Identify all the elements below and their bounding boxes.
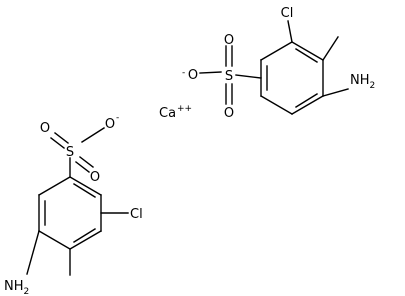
calcium-label: Ca xyxy=(159,106,176,121)
molecule-b-ring xyxy=(260,41,324,115)
bond xyxy=(295,93,318,108)
bond xyxy=(322,36,339,61)
calcium-ion: Ca ++ xyxy=(159,104,192,121)
bond xyxy=(199,71,222,74)
bond xyxy=(291,95,324,115)
sulfur-atom: S xyxy=(225,69,233,84)
bond xyxy=(235,74,262,79)
oxygen-atom: O xyxy=(40,121,50,136)
amino-group: NH2 xyxy=(4,279,29,296)
bond xyxy=(322,88,349,97)
chlorine-atom: Cl xyxy=(130,207,143,222)
bond xyxy=(291,41,324,61)
molecule-a: S O - O O Cl NH2 xyxy=(4,113,143,296)
bond xyxy=(81,127,105,143)
bond xyxy=(54,132,69,144)
positive-charge: ++ xyxy=(177,104,192,114)
bond xyxy=(69,230,102,250)
oxygen-atom: O xyxy=(224,106,234,121)
molecule-b: S O O O - Cl NH2 xyxy=(182,6,375,121)
oxygen-atom: O xyxy=(224,33,234,48)
bond xyxy=(50,137,65,149)
bond xyxy=(79,156,94,168)
sulfur-atom: S xyxy=(66,145,74,160)
bond xyxy=(73,183,96,198)
bond xyxy=(38,176,71,196)
amino-group: NH2 xyxy=(350,73,375,91)
bond xyxy=(295,48,318,63)
bond xyxy=(260,95,293,115)
bond xyxy=(287,20,293,43)
molecule-a-ring xyxy=(38,176,102,250)
bond xyxy=(73,228,96,243)
bond xyxy=(69,176,102,196)
chlorine-atom: Cl xyxy=(281,6,294,21)
oxygen-atom: O xyxy=(90,170,100,185)
bond xyxy=(26,230,40,275)
negative-charge: - xyxy=(182,68,185,78)
bond xyxy=(75,161,90,173)
oxygen-anion-atom: O xyxy=(105,117,115,132)
oxygen-anion-atom: O xyxy=(188,68,198,83)
negative-charge: - xyxy=(116,113,119,123)
bond xyxy=(260,41,293,61)
bond xyxy=(38,230,71,250)
